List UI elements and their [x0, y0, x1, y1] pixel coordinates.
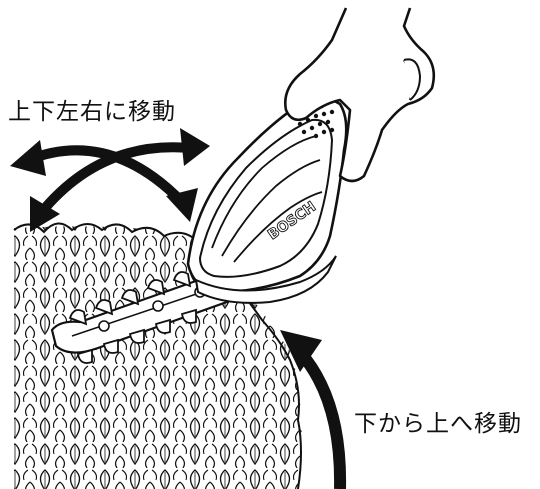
hand [284, 7, 436, 183]
hedge-trimmer [186, 96, 348, 304]
curved-up-arrow-icon [280, 330, 347, 489]
move-all-directions-label: 上下左右に移動 [8, 99, 176, 125]
curved-double-arrows-icon [10, 128, 210, 232]
move-bottom-to-top-label: 下から上へ移動 [354, 411, 522, 437]
